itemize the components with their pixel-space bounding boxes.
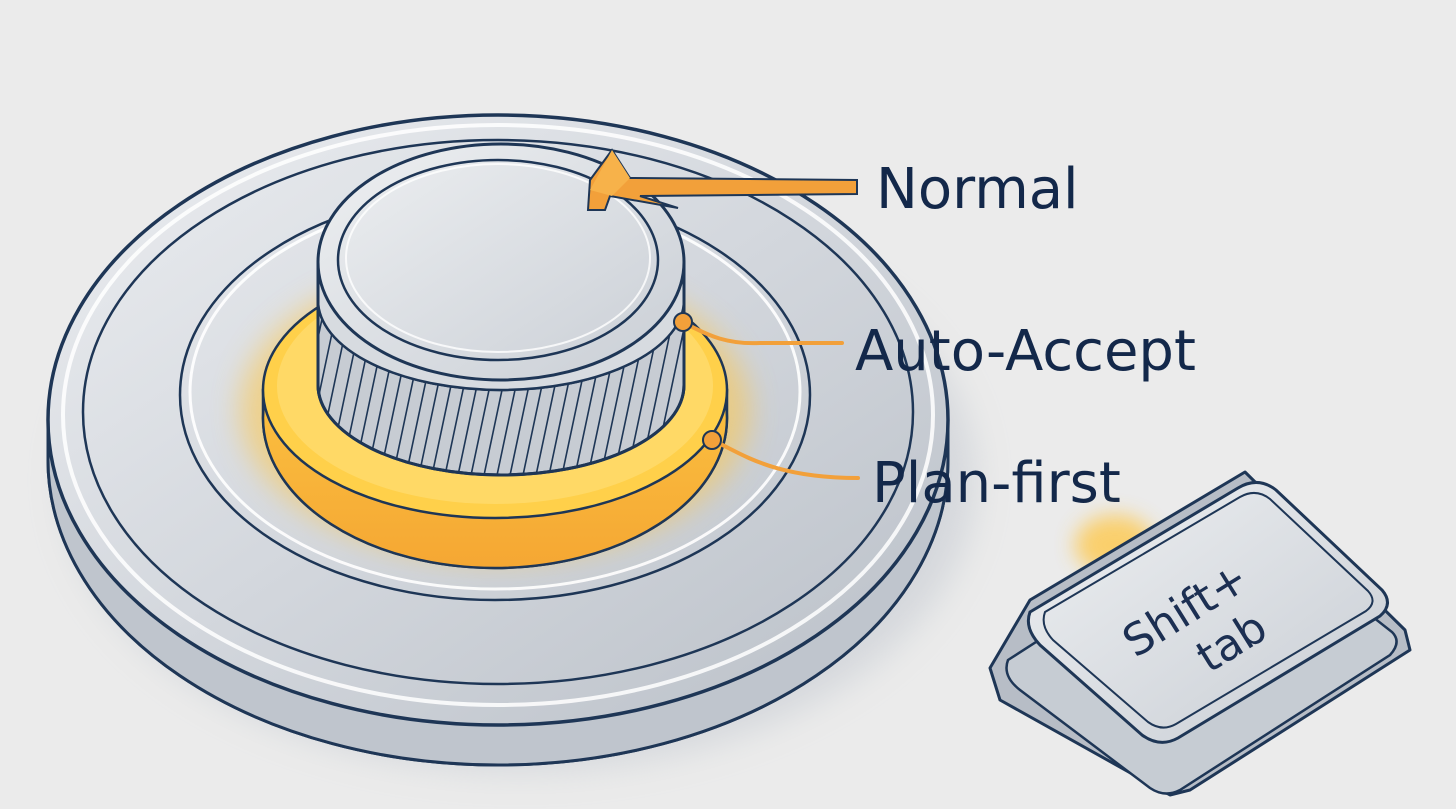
- auto-accept-leader: [673, 312, 844, 346]
- shift-tab-key: Shift+ tab: [988, 470, 1412, 797]
- mode-label-normal: Normal: [876, 157, 1079, 222]
- mode-label-auto-accept: Auto-Accept: [855, 319, 1196, 384]
- plan-first-leader: [702, 430, 860, 480]
- normal-pointer-arrow: [586, 148, 858, 211]
- mode-label-plan-first: Plan-first: [872, 451, 1121, 516]
- knurl-line: [318, 299, 327, 475]
- dial-base-plate: [46, 113, 950, 767]
